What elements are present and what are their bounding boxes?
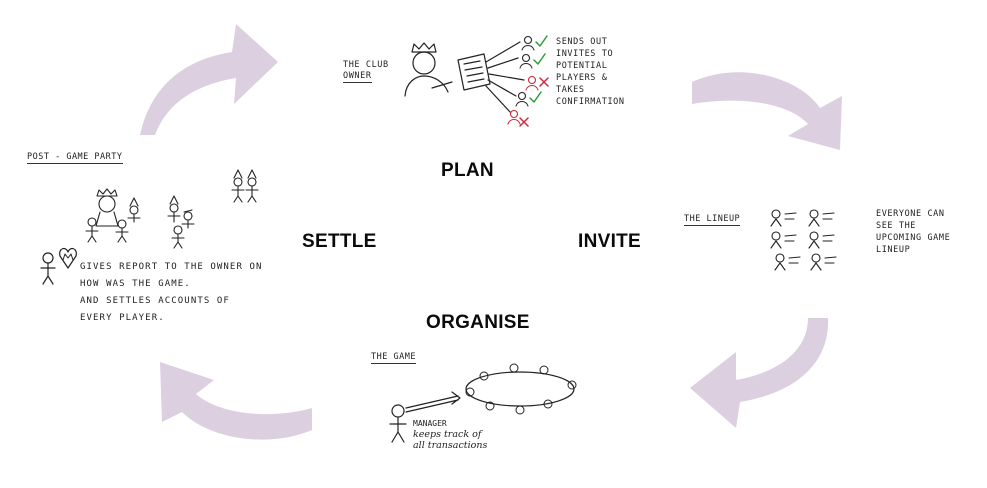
heart-icon <box>59 247 77 269</box>
person-icon <box>808 209 835 227</box>
party-figures <box>85 169 259 249</box>
person-icon <box>245 169 259 203</box>
note-line: SENDS OUT <box>556 37 608 47</box>
invite-note: EVERYONE CAN SEE THE UPCOMING GAME LINEU… <box>876 208 950 256</box>
game-caption: THE GAME <box>371 352 416 364</box>
note-line: EVERYONE CAN <box>876 209 945 219</box>
note-line: POTENTIAL <box>556 61 608 71</box>
stage-label-invite: INVITE <box>578 231 642 252</box>
crown-icon <box>96 188 118 197</box>
manager-figure <box>389 391 461 443</box>
invite-lines <box>485 41 525 113</box>
party-caption: POST - GAME PARTY <box>27 152 123 164</box>
check-icon <box>533 53 546 65</box>
person-icon-invitee-5 <box>507 109 521 125</box>
person-icon-invitee-2 <box>519 53 533 69</box>
person-icon <box>181 209 195 229</box>
organise-note: MANAGER keeps track of all transactions <box>413 418 487 451</box>
check-icon <box>529 91 542 103</box>
settle-note: GIVES REPORT TO THE OWNER ON HOW WAS THE… <box>80 259 263 327</box>
stage-label-plan: PLAN <box>441 160 494 181</box>
person-icon-invitee-1 <box>521 35 535 51</box>
tracking-arrow <box>405 391 461 413</box>
crown-icon <box>411 42 437 53</box>
caption-line: THE CLUB <box>343 60 389 70</box>
note-line: EVERY PLAYER. <box>80 313 165 323</box>
caption-line: OWNER <box>343 71 372 83</box>
lineup-caption: THE LINEUP <box>684 214 741 226</box>
note-line: MANAGER <box>413 419 447 428</box>
note-line: GIVES REPORT TO THE OWNER ON <box>80 262 263 272</box>
person-icon <box>167 195 181 223</box>
person-icon <box>810 253 837 271</box>
poker-table-icon <box>465 363 577 415</box>
note-line: HOW WAS THE GAME. <box>80 279 191 289</box>
note-line: TAKES <box>556 85 585 95</box>
note-line: PLAYERS & <box>556 73 608 83</box>
note-line: all transactions <box>413 440 488 451</box>
person-icon <box>127 197 141 223</box>
person-icon <box>40 252 56 285</box>
note-line: CONFIRMATION <box>556 97 625 107</box>
note-line: SEE THE <box>876 221 917 231</box>
note-line: LINEUP <box>876 245 911 255</box>
person-icon <box>774 253 801 271</box>
note-line: INVITES TO <box>556 49 614 59</box>
person-icon <box>171 225 185 249</box>
person-icon <box>808 231 835 249</box>
club-owner-caption: THE CLUB OWNER <box>343 60 389 83</box>
note-line: keeps track of <box>413 429 482 440</box>
person-icon <box>231 169 245 203</box>
cross-icon <box>519 117 529 127</box>
curved-arrow-icon-top-right <box>692 72 842 150</box>
plan-note: SENDS OUT INVITES TO POTENTIAL PLAYERS &… <box>556 36 625 108</box>
stage-label-organise: ORGANISE <box>426 312 530 333</box>
cross-icon <box>539 77 549 87</box>
lineup-grid <box>770 209 837 271</box>
person-icon <box>85 217 99 243</box>
curved-arrow-icon-bottom-left <box>160 362 312 440</box>
curved-arrow-icon-top-left <box>140 24 278 135</box>
person-icon-invitee-4 <box>515 91 529 107</box>
person-icon <box>770 231 797 249</box>
person-icon <box>115 219 129 243</box>
clipboard-icon <box>457 53 491 91</box>
note-line: UPCOMING GAME <box>876 233 951 243</box>
club-owner-figure <box>404 42 453 97</box>
manager-with-heart <box>40 247 77 285</box>
stage-label-settle: SETTLE <box>302 231 377 252</box>
person-icon <box>770 209 797 227</box>
curved-arrow-icon-bottom-right <box>690 318 829 428</box>
person-icon-invitee-3 <box>525 75 539 91</box>
note-line: AND SETTLES ACCOUNTS OF <box>80 296 230 306</box>
check-icon <box>535 35 548 47</box>
